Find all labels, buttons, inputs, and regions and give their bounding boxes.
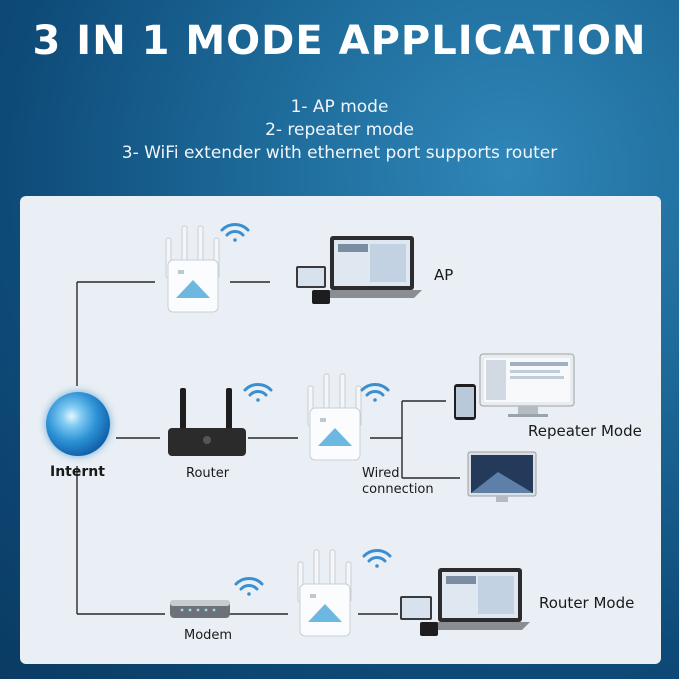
headline: 3 IN 1 MODE APPLICATION (32, 18, 647, 64)
mode-item-ap: 1- AP mode (290, 97, 389, 117)
wifi-signals (220, 223, 392, 596)
ap-laptop-device (296, 236, 422, 304)
ap-mode-label: AP (434, 266, 454, 284)
router-mode-laptop-device (400, 568, 530, 636)
wifi-icon (234, 577, 264, 596)
internet-globe-icon (46, 392, 110, 456)
internet-label: Internt (50, 464, 105, 480)
connection-lines (76, 281, 460, 615)
wired-connection-label: Wired connection (362, 466, 434, 498)
wifi-extender-router-mode (297, 549, 352, 637)
desktop-monitor-device (467, 451, 537, 502)
wifi-icon (243, 383, 273, 402)
wifi-icon (362, 549, 392, 568)
wifi-extender-repeater (307, 373, 362, 461)
repeater-mode-label: Repeater Mode (528, 422, 642, 440)
wifi-icon (220, 223, 250, 242)
router-mode-label: Router Mode (539, 594, 635, 612)
wifi-icon (360, 383, 390, 402)
mode-item-repeater: 2- repeater mode (265, 120, 414, 140)
connection-diagram (76, 223, 575, 637)
router-device (168, 388, 246, 456)
imac-device (454, 353, 575, 420)
wired-label-line2: connection (362, 482, 434, 497)
mode-item-router: 3- WiFi extender with ethernet port supp… (121, 143, 558, 163)
mode-list: 1- AP mode 2- repeater mode 3- WiFi exte… (0, 96, 679, 165)
modem-label: Modem (184, 628, 233, 643)
wired-label-line1: Wired (362, 466, 400, 481)
wifi-extender-ap (165, 225, 220, 313)
router-label: Router (186, 466, 230, 481)
modem-device (170, 600, 230, 618)
diagram-panel: Internt Router Modem Wired connection AP… (20, 196, 661, 664)
